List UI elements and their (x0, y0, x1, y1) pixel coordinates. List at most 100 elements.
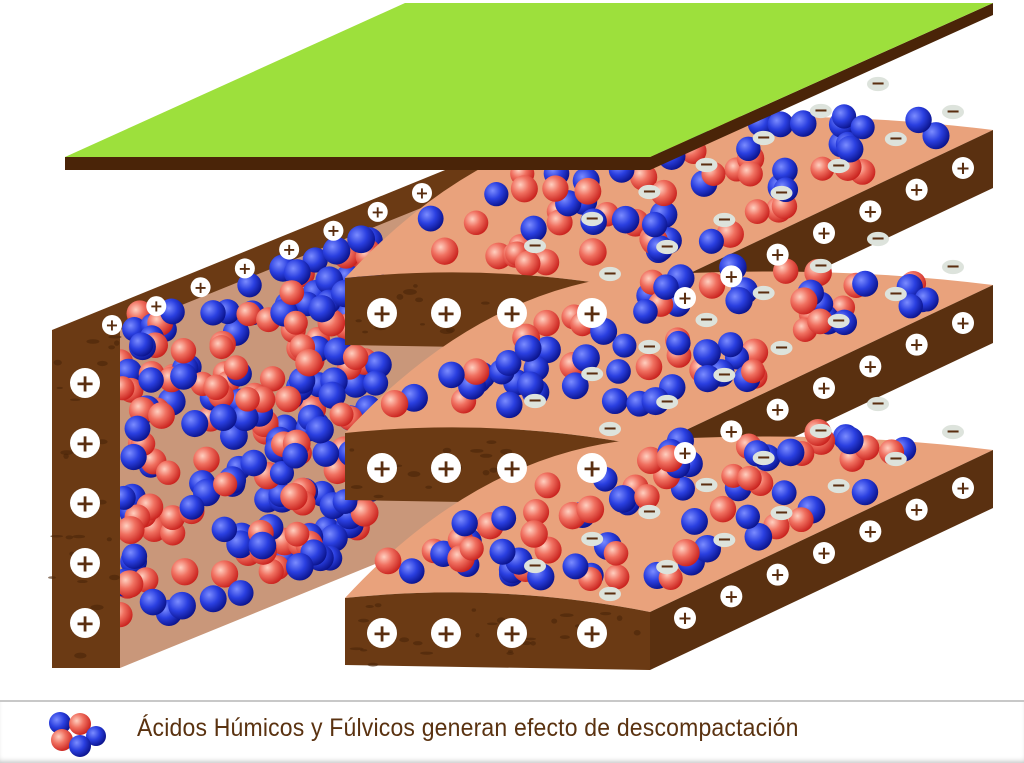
layer-front-charge-circle (577, 298, 607, 328)
layer-front-charge-circle (497, 618, 527, 648)
soil-speck (106, 537, 112, 542)
molecule (789, 110, 817, 137)
layer-top-charge-sign: − (831, 311, 846, 331)
layer-top-charge-circle (942, 424, 964, 440)
layer-top-charge-sign: − (946, 102, 961, 122)
soil-speck (475, 633, 480, 638)
layer-top-charge: − (809, 101, 832, 121)
layer-top-charge-sign: − (871, 394, 886, 414)
soil-speck (365, 605, 374, 608)
layer-top-charge-sign: − (871, 229, 886, 249)
layer-side-charge-sign: + (817, 379, 832, 399)
layer-top-charge-sign: − (756, 448, 771, 468)
molecule (280, 482, 308, 511)
molecule (329, 402, 354, 427)
layer-front-charge-sign: + (436, 299, 456, 327)
molecule (542, 175, 569, 202)
layer-side-charge-sign: + (817, 224, 832, 244)
molecule (347, 225, 376, 254)
layer-top-charge-circle (809, 103, 832, 119)
layer-top-charge-circle (599, 266, 621, 282)
molecule (284, 521, 310, 547)
layer-top-charge-sign: − (660, 237, 675, 257)
molecule (633, 299, 658, 324)
wall-top-charge-circle (146, 296, 167, 317)
layer-top-charge-sign: − (717, 210, 732, 230)
layer-top-charge: − (713, 530, 736, 550)
soil-speck (413, 284, 418, 288)
layer-top-charge-circle (581, 366, 604, 382)
molecule (380, 389, 409, 418)
layer-front-charge: + (367, 298, 397, 328)
molecule (211, 516, 238, 543)
molecule (635, 353, 663, 381)
wall-top-charge-sign: + (282, 240, 295, 259)
layer-front-charge-circle (577, 453, 607, 483)
wall-top-charge-circle (234, 258, 255, 279)
layer-side-charge: + (674, 607, 696, 629)
molecule (744, 199, 770, 224)
soil-speck (525, 637, 537, 641)
layer-front-charge-circle (367, 453, 397, 483)
layer-top-charge-circle (695, 157, 718, 173)
soil-speck (420, 651, 434, 655)
molecule (496, 391, 523, 419)
molecule (148, 402, 175, 429)
molecule (771, 480, 797, 506)
layer-side-charge: + (905, 178, 928, 201)
molecule (121, 543, 148, 570)
wall-top-charge-circle (323, 220, 344, 241)
molecule (698, 272, 726, 299)
layer-side-charge-circle (952, 312, 974, 334)
layer-top-charge-circle (524, 558, 546, 574)
molecule (459, 536, 484, 561)
molecule (741, 359, 766, 384)
plate-edge (65, 3, 993, 170)
layer-top-charge: − (770, 183, 793, 203)
layer-top-charge: − (656, 557, 679, 577)
layer-top-charge-sign: − (642, 337, 657, 357)
layer-front-charge: + (497, 298, 527, 328)
layer-front-charge-circle (577, 618, 607, 648)
molecule (138, 367, 164, 393)
layer-top-charge-sign: − (642, 182, 657, 202)
layer-top-charge-circle (867, 76, 889, 92)
layer-top-charge-circle (656, 239, 679, 255)
molecule (462, 358, 490, 385)
molecule-cluster-icon (49, 712, 106, 757)
molecule (258, 558, 284, 585)
soil-speck (439, 328, 454, 334)
layer-top-charge: − (942, 422, 964, 442)
molecule (417, 205, 444, 232)
soil-speck (506, 651, 514, 655)
molecule (115, 570, 144, 598)
molecule (283, 310, 308, 335)
layer-top-charge-sign: − (642, 502, 657, 522)
layer-top-charge: − (752, 283, 775, 303)
molecule (735, 504, 760, 529)
layer-top-charge: − (867, 229, 889, 249)
legend-bar (0, 700, 1024, 763)
layer-side-charge: + (766, 563, 789, 586)
molecule (318, 381, 346, 409)
layer-top-charge-sign: − (774, 503, 789, 523)
molecule (776, 438, 805, 467)
layer-top-charge-sign: − (603, 584, 618, 604)
wall-top-charge: + (102, 315, 122, 335)
wall-top-charge-circle (412, 183, 432, 203)
layer-top-charge-circle (713, 532, 736, 548)
layer-side-charge-circle (859, 200, 882, 223)
layer-top-charge-circle (695, 312, 718, 328)
wall-front-charge: + (70, 488, 100, 518)
molecule (831, 104, 857, 129)
molecule (399, 558, 425, 584)
layer-top-charge: − (695, 310, 718, 330)
molecule (200, 300, 226, 326)
wall-top-charge-sign: + (194, 278, 207, 297)
layer-top-charge: − (884, 129, 907, 149)
molecule (604, 564, 630, 590)
layer-top-charge-circle (752, 450, 775, 466)
molecule (306, 416, 334, 444)
wall-top-charge-sign: + (238, 259, 251, 278)
layer-top-charge-sign: − (888, 129, 903, 149)
